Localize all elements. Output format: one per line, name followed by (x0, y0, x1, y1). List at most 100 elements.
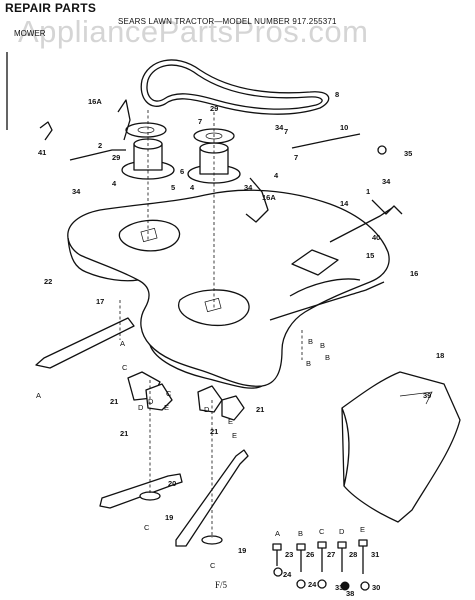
mower-blade-left (99, 473, 183, 509)
hardware-bolt-c (317, 541, 327, 589)
deck-skirt-front (149, 344, 263, 389)
reference-letter-lA2: A (36, 391, 41, 400)
callout-c27: 27 (327, 550, 335, 559)
callout-c7a: 7 (198, 117, 202, 126)
reference-letter-lA1: A (120, 339, 125, 348)
callout-c21c: 21 (120, 429, 128, 438)
callout-c20: 20 (168, 479, 176, 488)
section-label: MOWER (14, 29, 46, 38)
callout-c40: 40 (372, 233, 380, 242)
reference-letter-lB5: B (320, 341, 325, 350)
callout-c29b: 29 (112, 153, 120, 162)
spindle-assembly-left (121, 110, 175, 240)
rear-hanger-bar-17 (35, 317, 135, 369)
callout-c10: 10 (340, 123, 348, 132)
callout-c30: 30 (372, 583, 380, 592)
blade-washer-left (139, 491, 161, 501)
callout-c16: 16 (410, 269, 418, 278)
reference-letter-lC4: C (144, 523, 150, 532)
callout-c19a: 19 (165, 513, 173, 522)
callout-c21d: 21 (210, 427, 218, 436)
reference-letter-lE1: E (164, 403, 169, 412)
adjustment-rod-14 (329, 207, 393, 243)
reference-letter-lD4: D (138, 403, 144, 412)
deck-front-edge (67, 237, 139, 282)
deflector-hinge-39 (399, 391, 433, 405)
callout-c4a: 4 (112, 179, 117, 188)
callout-c6: 6 (180, 167, 184, 176)
reference-letter-lB4: B (308, 337, 313, 346)
support-bracket-15 (291, 249, 339, 276)
model-subtitle: SEARS LAWN TRACTOR—MODEL NUMBER 917.2553… (118, 17, 337, 26)
idler-bracket-16a (117, 99, 131, 141)
callout-c29a: 29 (210, 104, 218, 113)
callout-c23: 23 (285, 550, 293, 559)
callout-c35: 35 (404, 149, 412, 158)
callout-c4c: 4 (274, 171, 279, 180)
callout-c8: 8 (335, 90, 339, 99)
callout-c33: 33 (335, 583, 343, 592)
deflector-inner-edge (341, 407, 350, 487)
callout-c19b: 19 (238, 546, 246, 555)
reference-letter-lD2: D (204, 405, 210, 414)
callout-c16a1: 16A (88, 97, 102, 106)
drive-belt (140, 59, 330, 115)
spindle-assembly-right (187, 112, 241, 310)
callout-c21b: 21 (256, 405, 264, 414)
deck-spindle-hole-left (140, 227, 158, 243)
drive-belt-inner (146, 64, 323, 110)
reference-letter-lD3: D (339, 527, 345, 536)
blade-adapter-right (197, 385, 245, 421)
reference-letter-lE4: E (228, 417, 233, 426)
callout-c14: 14 (340, 199, 349, 208)
callout-c26: 26 (306, 550, 314, 559)
callout-c34b: 34 (72, 187, 81, 196)
mower-deck-housing (67, 189, 390, 387)
callout-c39: 39 (423, 391, 431, 400)
deck-discharge-chute-opening (289, 278, 361, 297)
callout-c22: 22 (44, 277, 52, 286)
reference-letter-lB1: B (306, 359, 311, 368)
callout-c7b: 7 (284, 127, 288, 136)
callout-c24b: 24 (308, 580, 317, 589)
callout-c24: 24 (283, 570, 292, 579)
reference-letter-lB3: B (298, 529, 303, 538)
page-title: REPAIR PARTS (5, 1, 97, 15)
hardware-bolt-d (337, 541, 350, 591)
reference-letter-lC2: C (166, 389, 172, 398)
blade-washer-right (201, 535, 223, 545)
callout-c7c: 7 (294, 153, 298, 162)
reference-letter-lE3: E (360, 525, 365, 534)
callout-c28: 28 (349, 550, 357, 559)
callout-c1: 1 (366, 187, 370, 196)
deck-spindle-recess-right (177, 289, 250, 327)
page-code: F/5 (215, 580, 228, 590)
callout-c34a: 34 (275, 123, 284, 132)
reference-letter-lC3: C (319, 527, 325, 536)
reference-letter-lE2: E (232, 431, 237, 440)
reference-letter-lC5: C (210, 561, 216, 570)
callout-c18: 18 (436, 351, 444, 360)
watermark: AppliancePartsPros.com (18, 14, 369, 49)
link-hook-1 (371, 199, 403, 215)
callout-c34c: 34 (244, 183, 253, 192)
callout-c2: 2 (98, 141, 102, 150)
callout-c41: 41 (38, 148, 46, 157)
lift-rod-10 (291, 133, 361, 149)
reference-letter-lD1: D (148, 397, 154, 406)
callout-c21a: 21 (110, 397, 118, 406)
reference-letter-lC1: C (122, 363, 128, 372)
hanger-bolt-41 (39, 121, 53, 141)
callout-c31: 31 (371, 550, 379, 559)
callout-c38: 38 (346, 589, 354, 598)
deck-spindle-hole-right (204, 297, 222, 313)
hardware-bolt-a (272, 543, 283, 577)
reference-letter-lA3: A (275, 529, 280, 538)
link-rod-2 (69, 149, 126, 161)
callout-c4b: 4 (190, 183, 195, 192)
callout-c34d: 34 (382, 177, 391, 186)
blade-adapter-left (127, 371, 173, 411)
